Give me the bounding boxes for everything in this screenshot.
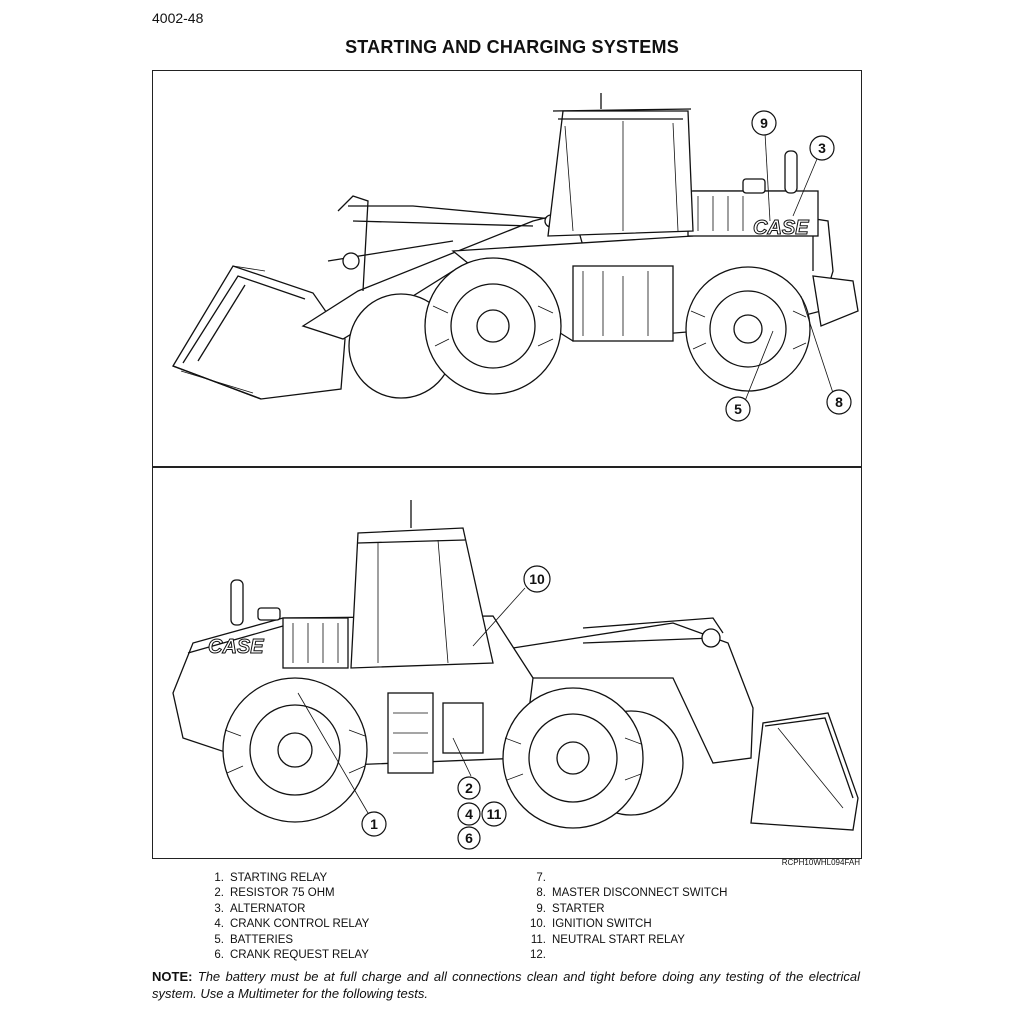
callout-9: 9 <box>751 110 777 136</box>
legend-item: 2.RESISTOR 75 OHM <box>214 887 335 900</box>
legend-item: 8.MASTER DISCONNECT SWITCH <box>536 887 728 900</box>
page-title: STARTING AND CHARGING SYSTEMS <box>345 37 679 57</box>
note-text: The battery must be at full charge and a… <box>152 969 860 1001</box>
legend-item: 4.CRANK CONTROL RELAY <box>214 918 370 931</box>
callout-10: 10 <box>523 565 551 593</box>
svg-text:3: 3 <box>818 140 826 156</box>
legend-item: 6.CRANK REQUEST RELAY <box>214 949 369 962</box>
legend-item: 7. <box>536 872 546 884</box>
legend-item: 1.STARTING RELAY <box>214 872 328 884</box>
svg-text:5: 5 <box>734 401 742 417</box>
note-label: NOTE: <box>152 969 193 984</box>
figure-code: RCPH10WHL094FAH <box>781 858 860 867</box>
case-logo-bottom: CASE <box>208 636 264 658</box>
svg-text:2: 2 <box>465 780 473 796</box>
svg-text:11: 11 <box>487 806 502 822</box>
case-logo-top: CASE <box>753 217 809 239</box>
page-number: 4002-48 <box>152 10 204 26</box>
legend-left: 1.STARTING RELAY 2.RESISTOR 75 OHM 3.ALT… <box>210 871 369 963</box>
wheel-loader-right-view: CASE 10 2 4 11 <box>172 500 859 850</box>
callout-3: 3 <box>809 135 835 161</box>
callout-5: 5 <box>725 396 751 422</box>
svg-text:9: 9 <box>760 115 768 131</box>
legend-item: 11.NEUTRAL START RELAY <box>530 933 685 946</box>
svg-text:6: 6 <box>465 830 473 846</box>
wheel-loader-left-view: CASE 9 3 5 <box>172 93 859 422</box>
callout-1: 1 <box>361 811 387 837</box>
callout-11: 11 <box>481 801 507 827</box>
figure-panel-bottom: CASE 10 2 4 11 <box>152 467 862 859</box>
legend-item: 5.BATTERIES <box>214 933 294 946</box>
svg-text:1: 1 <box>370 816 378 832</box>
callout-6: 6 <box>457 826 481 850</box>
legend-right: 7. 8.MASTER DISCONNECT SWITCH 9.STARTER … <box>528 871 728 963</box>
callout-2: 2 <box>457 776 481 800</box>
legend-item: 3.ALTERNATOR <box>214 902 306 915</box>
svg-text:8: 8 <box>835 394 843 410</box>
legend-item: 10.IGNITION SWITCH <box>530 918 652 931</box>
figure-panel-top: CASE 9 3 5 <box>152 70 862 467</box>
svg-text:4: 4 <box>465 806 473 822</box>
note: NOTE: The battery must be at full charge… <box>152 968 860 1002</box>
svg-text:10: 10 <box>529 571 545 587</box>
legend-item: 12. <box>530 949 546 962</box>
callout-4: 4 <box>457 802 481 826</box>
legend-item: 9.STARTER <box>536 902 605 915</box>
callout-8: 8 <box>826 389 852 415</box>
